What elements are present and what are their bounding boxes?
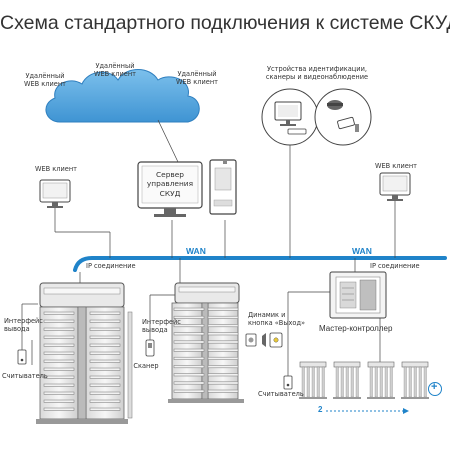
turnstile-bar [173,332,205,336]
turnstile-bar [43,367,75,371]
turnstile-bar [43,399,75,403]
mini-turnstile-icon [299,361,327,399]
turnstile-bar [89,343,121,347]
turnstile-bar [207,340,239,344]
cloud-icon [45,69,200,123]
mini-turnstile-icon [367,361,395,399]
turnstile-bar [43,351,75,355]
master-controller-icon [329,271,387,319]
turnstile-bar [89,367,121,371]
wan-label-2: WAN [352,246,372,256]
turnstile-bar [89,407,121,411]
server-tower-icon [209,159,237,215]
turnstile-bar [43,383,75,387]
controller-reader-icon [283,375,293,390]
turnstile-bar [207,332,239,336]
add-more-icon [428,382,442,396]
page-title: Схема стандартного подключения к системе… [0,12,450,34]
turnstile-bar [207,389,239,393]
turnstile-bar [173,307,205,311]
turnstile-bar [173,381,205,385]
turnstile-bar [43,343,75,347]
turnstile-bar [207,381,239,385]
turnstile-bar [207,365,239,369]
turnstile-bar [43,407,75,411]
turnstile-bar [89,383,121,387]
turnstile-bar [43,359,75,363]
web-client-right-monitor-icon [379,172,411,201]
scanner-label: Сканер [133,362,159,370]
turnstile-bar [43,391,75,395]
turnstile-bar [173,324,205,328]
turnstile-bar [89,391,121,395]
turnstile-bar [173,373,205,377]
turnstile-bar [173,389,205,393]
wan-backbone [73,256,447,272]
turnstile-bar [89,359,121,363]
add-more-symbol: + [431,381,438,393]
devices-caption: Устройства идентификации,сканеры и видео… [265,65,369,82]
scanner-icon [145,339,155,357]
turnstile-left-icon [36,282,133,424]
web-client-left-monitor-icon [39,179,71,208]
turnstile-bar [207,307,239,311]
turnstile-count-label: 2 [318,405,323,414]
interface-device-left-icon [17,349,27,365]
turnstile-bar [43,319,75,323]
turnstile-bar [207,373,239,377]
turnstile-bar [89,335,121,339]
turnstile-bar [207,315,239,319]
turnstile-bar [89,351,121,355]
turnstile-bar [89,327,121,331]
turnstile-bar [207,348,239,352]
turnstile-bar [89,311,121,315]
turnstile-bar [207,356,239,360]
turnstile-bar [89,319,121,323]
turnstile-bar [173,340,205,344]
turnstile-bar [207,324,239,328]
turnstile-bar [173,348,205,352]
turnstile-bar [43,327,75,331]
wan-label-1: WAN [186,246,206,256]
master-controller-label: Мастер-контроллер [319,324,393,333]
ip-connection-right-label: IP соединение [370,262,420,270]
mini-turnstiles-group [299,361,429,399]
server-monitor-icon [137,161,203,217]
turnstile-bar [173,315,205,319]
turnstile-bar [89,375,121,379]
left-reader-label: Считыватель [2,372,48,380]
turnstile-mid-icon [168,282,244,403]
web-client-right-label: WEB клиент [375,162,417,170]
controller-reader-label: Считыватель [258,390,304,398]
mini-turnstile-icon [401,361,429,399]
identification-devices-pc-icon [261,88,319,146]
mini-turnstile-icon [333,361,361,399]
speaker-exit-button-icon [245,332,283,348]
surveillance-camera-icon [314,88,372,146]
turnstile-bar [173,356,205,360]
turnstile-bar [43,311,75,315]
ip-connection-left-label: IP соединение [86,262,136,270]
turnstile-bar [43,335,75,339]
web-client-left-label: WEB клиент [35,165,77,173]
turnstile-bar [43,375,75,379]
turnstile-bar [89,399,121,403]
turnstile-bar [173,365,205,369]
